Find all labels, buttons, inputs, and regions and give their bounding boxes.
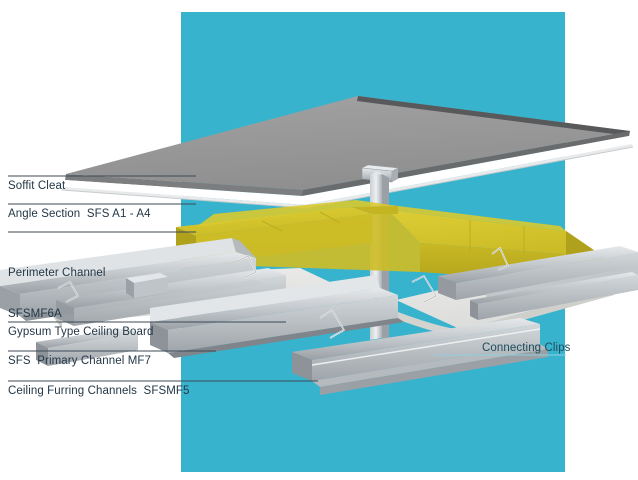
label-perimeter-channel: Perimeter Channel SFSMF6A bbox=[8, 240, 106, 348]
leader-lines bbox=[8, 175, 566, 382]
connecting-clips-shadow bbox=[57, 247, 509, 339]
label-angle-section: Angle Section SFS A1 - A4 bbox=[8, 208, 151, 220]
label-sfs-primary-channel: SFS Primary Channel MF7 bbox=[8, 355, 151, 367]
label-ceiling-furring-channels: Ceiling Furring Channels SFSMF5 bbox=[8, 385, 190, 397]
label-gypsum-ceiling-board: Gypsum Type Ceiling Board bbox=[8, 326, 154, 338]
sfs-primary-channel bbox=[150, 275, 404, 358]
label-perimeter-channel-line2: SFSMF6A bbox=[8, 307, 62, 320]
label-perimeter-channel-line1: Perimeter Channel bbox=[8, 267, 106, 279]
label-connecting-clips: Connecting Clips bbox=[482, 342, 571, 354]
label-soffit-cleat: Soffit Cleat bbox=[8, 180, 66, 192]
perimeter-channel bbox=[0, 238, 286, 326]
